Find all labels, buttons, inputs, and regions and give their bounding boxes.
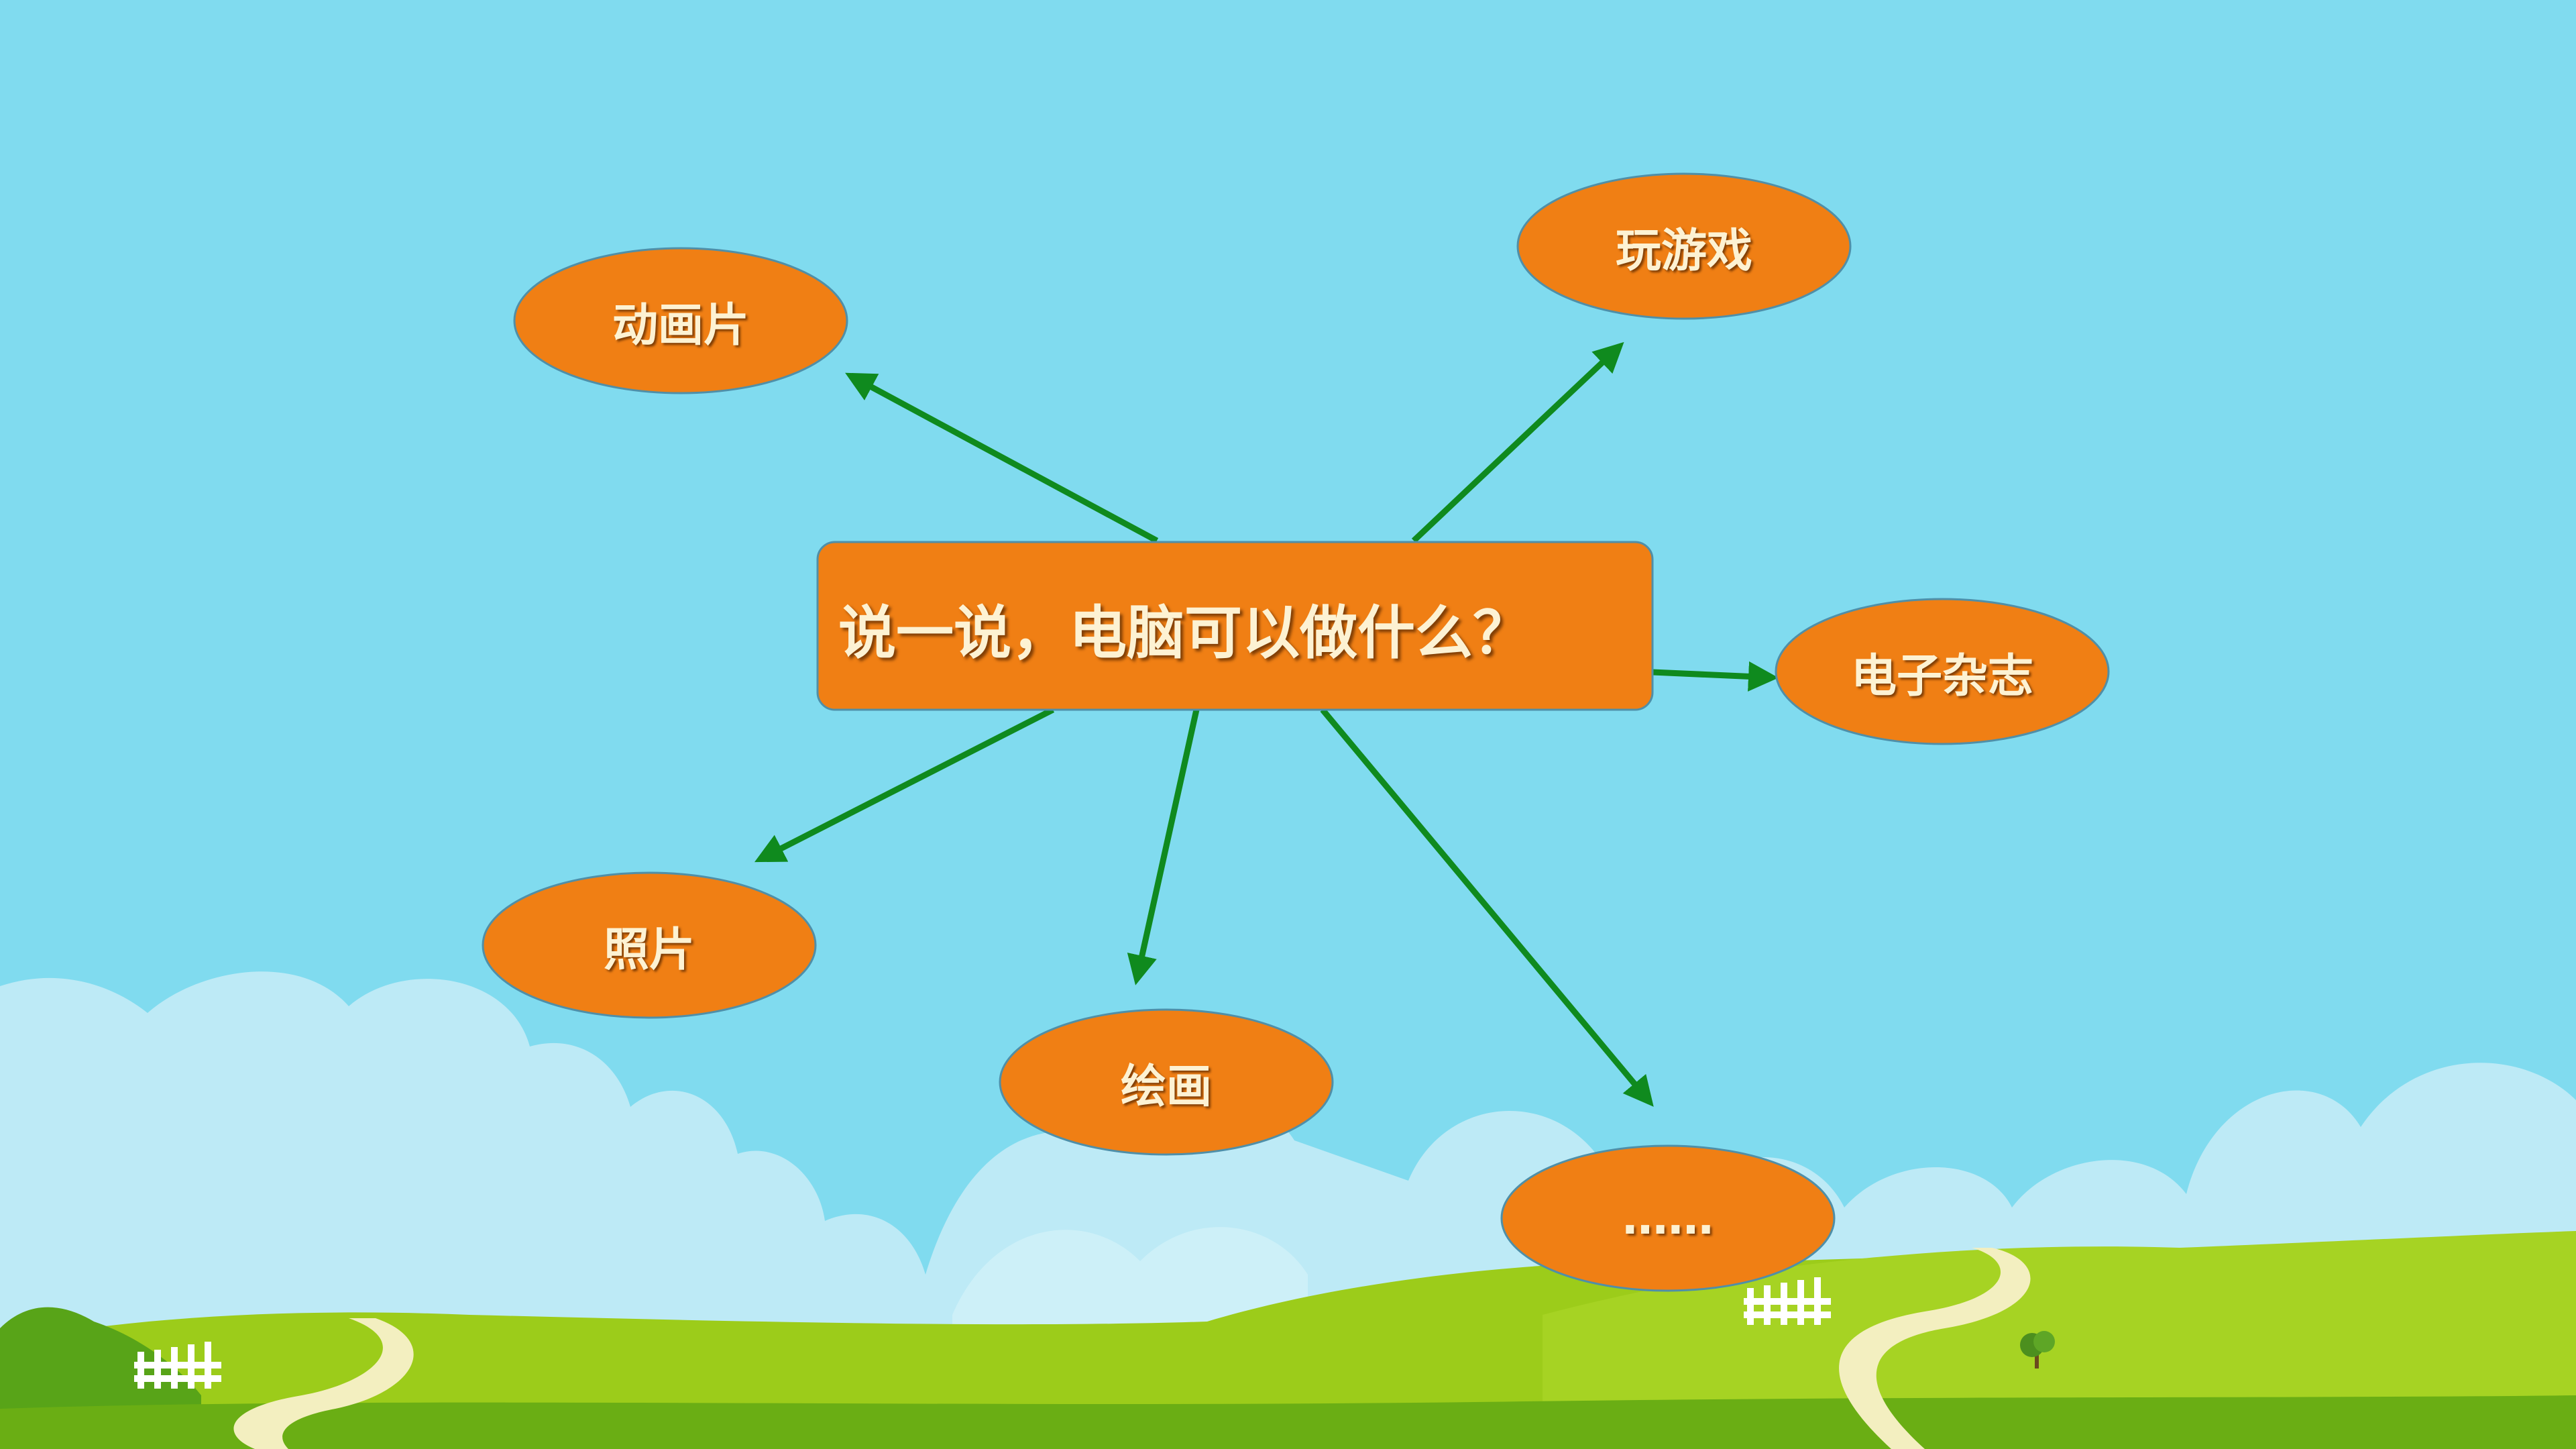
arrow-to-drawing	[1127, 709, 1200, 985]
arrow-to-cartoon	[845, 372, 1159, 543]
tree-icon	[2020, 1331, 2055, 1368]
connector-arrows	[754, 341, 1779, 1107]
arrow-to-ezine	[1652, 661, 1779, 692]
arrow-to-photos	[754, 706, 1055, 863]
central-topic-box	[816, 541, 1654, 711]
node-ezine	[1775, 598, 2110, 745]
arrow-to-games	[1411, 341, 1624, 543]
node-more	[1500, 1144, 1836, 1292]
node-photos	[482, 871, 817, 1019]
node-games	[1516, 172, 1852, 320]
node-drawing	[999, 1008, 1334, 1156]
arrow-to-more	[1320, 708, 1654, 1107]
grass-hills	[0, 1231, 2576, 1449]
idea-nodes	[482, 172, 2110, 1292]
node-cartoon	[513, 247, 848, 394]
